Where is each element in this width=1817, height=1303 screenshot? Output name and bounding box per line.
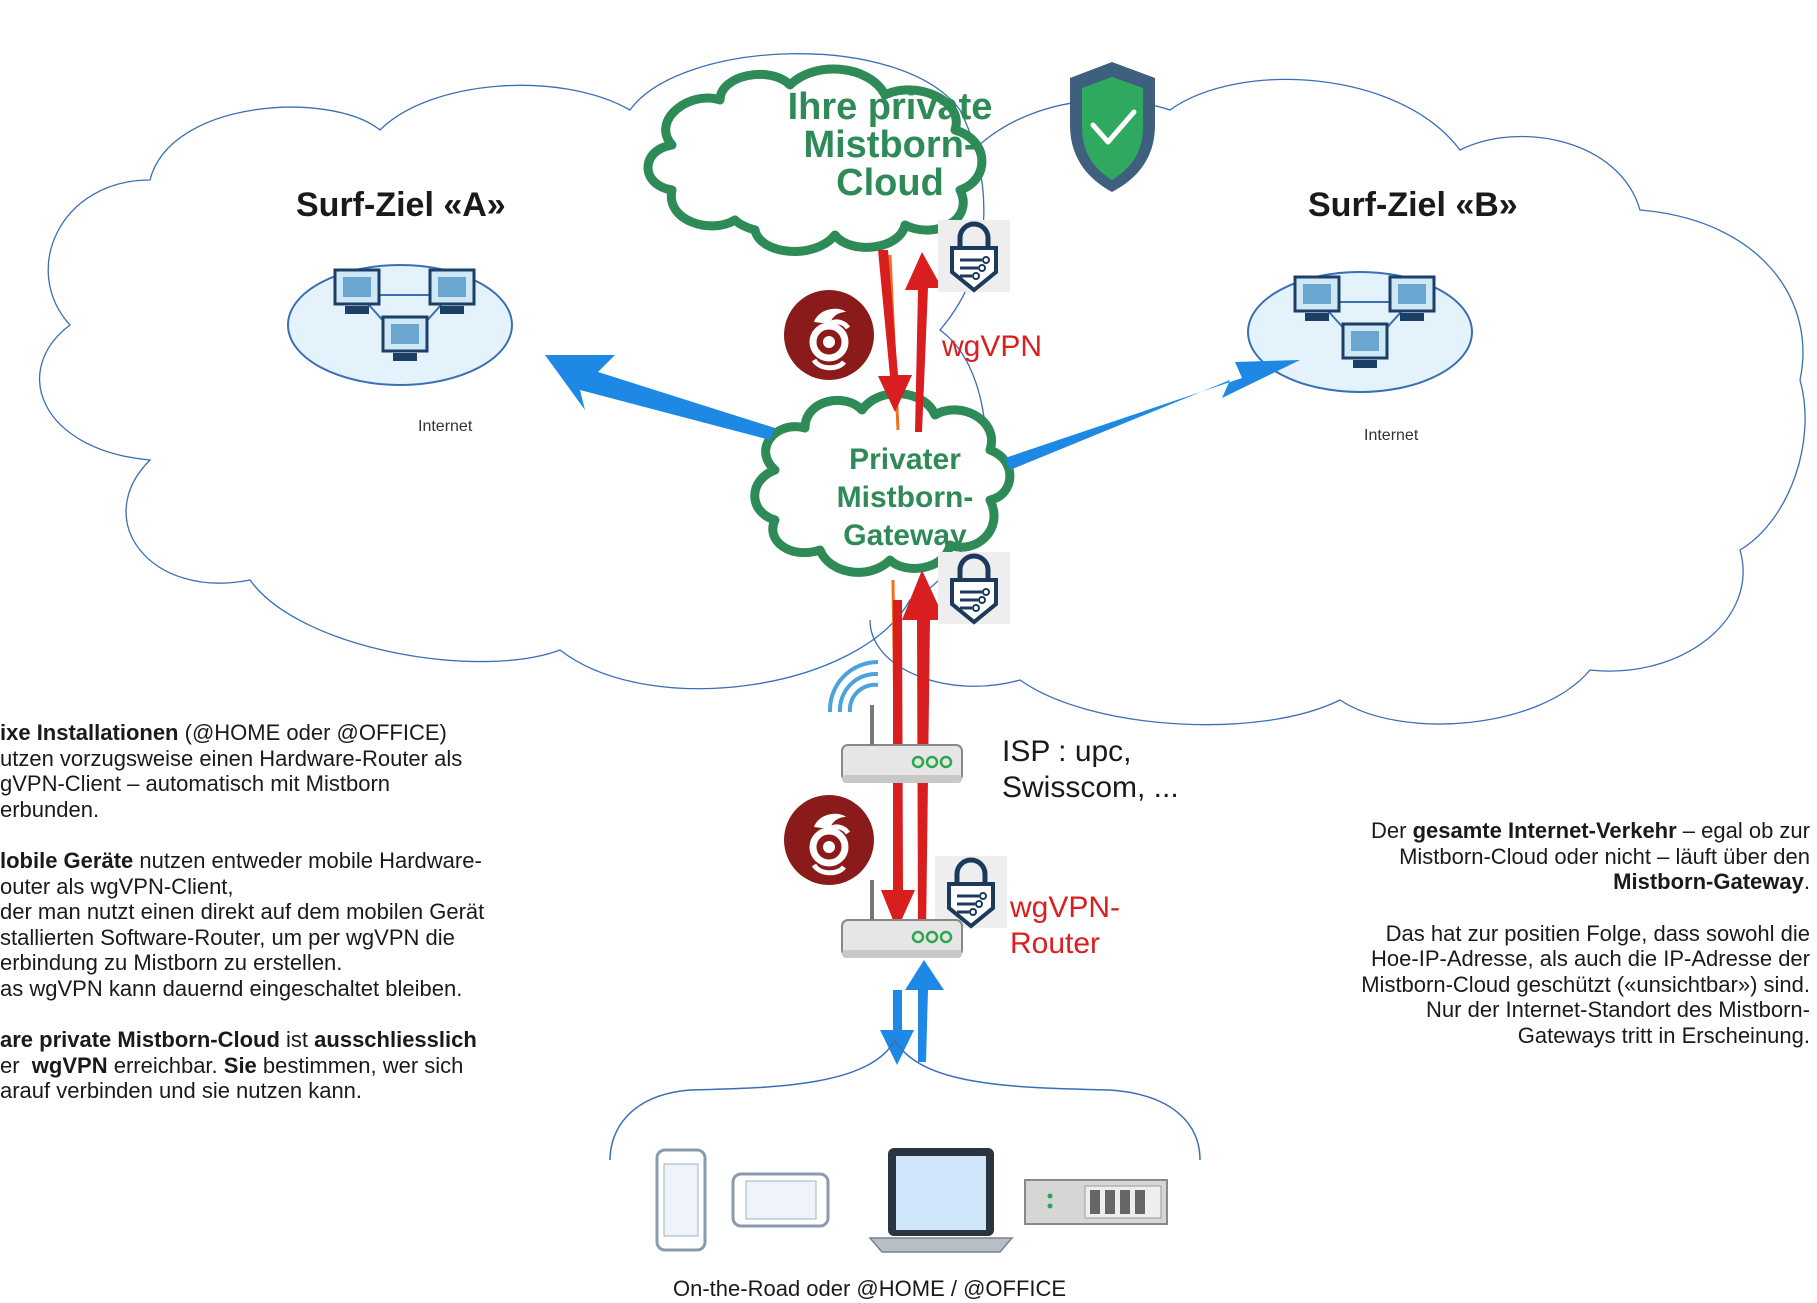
wireguard-logo-icon-top [784, 290, 874, 380]
arrow-to-surf-a [545, 355, 775, 440]
wgvpn-label: wgVPN [942, 330, 1043, 363]
arrow-to-surf-b [1005, 360, 1300, 470]
shield-check-icon [1070, 62, 1155, 192]
internet-cloud-left [39, 53, 987, 690]
internet-label-a: Internet [418, 418, 473, 435]
surf-ziel-b-title: Surf-Ziel «B» [1308, 186, 1518, 224]
gateway-line-1: Privater [849, 443, 961, 476]
lock-icon-top [938, 220, 1010, 292]
smartphone-icon [655, 1148, 707, 1252]
devices-caption: On-the-Road oder @HOME / @OFFICE [673, 1276, 1067, 1301]
laptop-icon [868, 1148, 1014, 1253]
server-icon [1024, 1179, 1168, 1225]
private-cloud-shape [643, 64, 987, 256]
internet-label-b: Internet [1364, 427, 1419, 444]
arrow-up-to-cloud [905, 252, 942, 432]
gateway-line-2: Mistborn- [836, 481, 974, 514]
isp-label: ISP : upc, Swisscom, ... [1002, 734, 1179, 806]
surf-ziel-a-title: Surf-Ziel «A» [296, 186, 506, 224]
tablet-icon [731, 1172, 830, 1228]
private-cloud-title: Ihre private Mistborn- Cloud [760, 88, 1020, 202]
devices-bracket [609, 1038, 1201, 1161]
wgvpn-router-line-2: Router [1010, 927, 1101, 960]
left-p3: are private Mistborn-Cloud ist ausschlie… [0, 1027, 477, 1103]
right-explanation: Der gesamte Internet-Verkehr – egal ob z… [1200, 818, 1810, 1048]
private-cloud-line-1: Ihre private [787, 86, 993, 128]
wireguard-logo-icon-bottom [784, 795, 874, 885]
left-explanation: ixe Installationen (@HOME oder @OFFICE) … [0, 720, 600, 1104]
wifi-signal-icon [827, 659, 879, 713]
isp-line-1: ISP : upc, [1002, 735, 1132, 768]
private-cloud-line-3: Cloud [836, 162, 944, 204]
left-p2: lobile Geräte nutzen entweder mobile Har… [0, 848, 485, 1001]
arrow-down-to-devices [880, 990, 914, 1065]
network-computers-icon-b [1246, 270, 1474, 394]
right-p2: Das hat zur positien Folge, dass sowohl … [1361, 920, 1810, 1048]
left-p1: ixe Installationen (@HOME oder @OFFICE) … [0, 720, 463, 822]
gateway-line-3: Gateway [843, 519, 967, 552]
right-p1: Der gesamte Internet-Verkehr – egal ob z… [1371, 818, 1810, 894]
lock-icon-bottom [935, 856, 1007, 928]
wgvpn-router-line-1: wgVPN- [1010, 891, 1121, 924]
gateway-title: Privater Mistborn- Gateway [800, 441, 1010, 555]
private-cloud-line-2: Mistborn- [803, 124, 977, 166]
wgvpn-router-label: wgVPN- Router [1010, 890, 1120, 962]
arrow-down-to-gateway [878, 250, 912, 412]
lock-icon-middle [938, 552, 1010, 624]
network-computers-icon-a [286, 263, 514, 387]
isp-line-2: Swisscom, ... [1002, 771, 1179, 804]
internet-cloud-right [869, 78, 1806, 726]
arrow-up-to-router [905, 960, 944, 1062]
